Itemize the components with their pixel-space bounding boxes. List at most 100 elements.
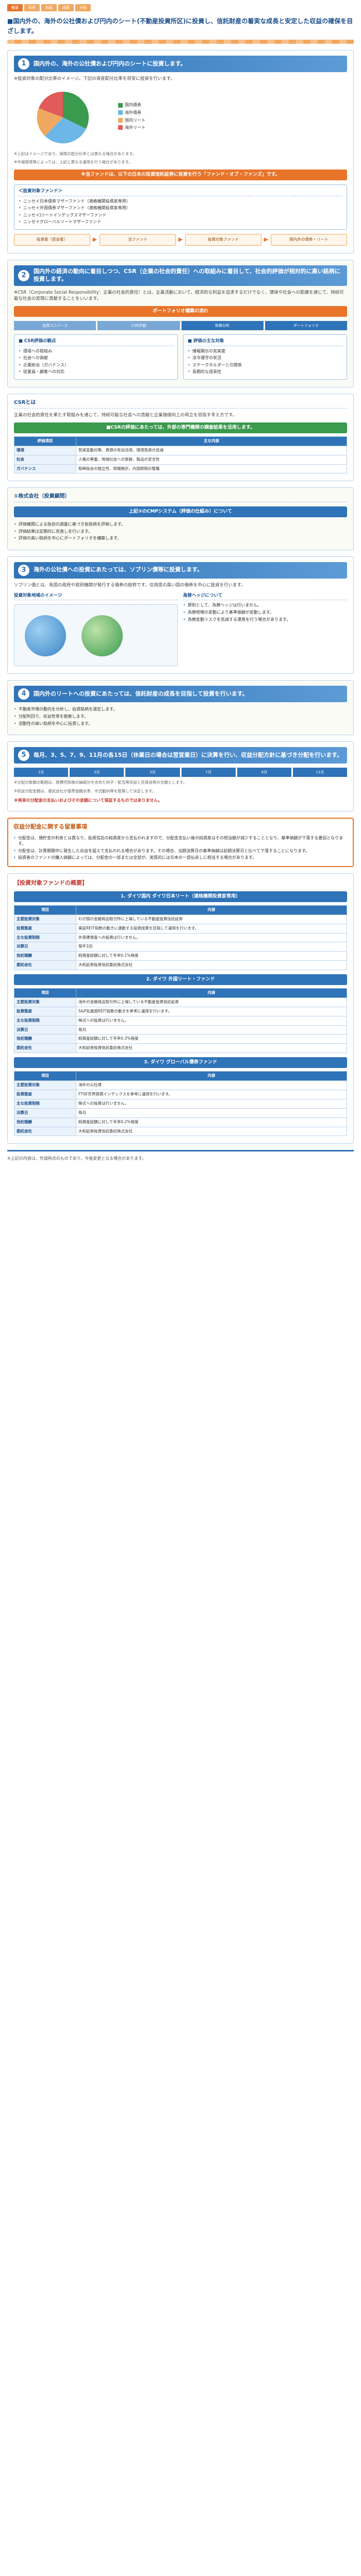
section-5-note: ※収益分配金額は、委託会社が基準価額水準、市況動向等を勘案して決定します。: [14, 789, 156, 794]
funds-box: ＜投資対象ファンド＞ ニッセイ日本債券マザーファンド（適格機関投資家専用） ニッ…: [14, 184, 347, 230]
arrow-right-icon: ▶: [264, 236, 269, 243]
table-cell: 投資態度: [14, 1090, 76, 1099]
section-3-header: 3 海外の公社債への投資にあたっては、ソブリン債等に投資します。: [14, 562, 347, 579]
pie-slice-3: [37, 108, 63, 136]
table-cell: 投資態度: [14, 1006, 76, 1016]
fund-item: ニッセイ日本債券マザーファンド（適格機関投資家専用）: [19, 198, 342, 205]
legend-swatch: [118, 125, 123, 130]
list-item: 不動産市場の動向を分析し、投資銘柄を選定します。: [14, 706, 347, 713]
legend-item: 国内リート: [118, 117, 145, 124]
csr-target-list: 情報開示の充実度 法令遵守の状況 ステークホルダーとの関係 長期的な成長性: [188, 348, 342, 375]
tab-4[interactable]: 今後: [75, 4, 91, 11]
list-item: 投資者のファンドの購入価額によっては、分配金の一部または全部が、実質的には元本の…: [13, 855, 348, 861]
legend-label: 海外債券: [125, 110, 141, 115]
table-cell: 大和証券投資信託委託株式会社: [76, 1126, 347, 1137]
fund-item: ニッセイ外国債券マザーファンド（適格機関投資家専用）: [19, 205, 342, 211]
list-item: 社会への貢献: [19, 355, 173, 361]
list-item: 企業統治（ガバナンス）: [19, 362, 173, 368]
pie-slice-2: [45, 117, 86, 143]
table-row: 環境 気候変動対策、資源の有効活用、環境負荷の低減: [14, 445, 347, 455]
portfolio-step: 投資ユニバース: [14, 321, 96, 331]
section-5-title: 毎月、3、5、7、9、11月の各15日（休業日の場合は翌営業日）に決算を行い、収…: [34, 751, 343, 758]
table-row: 委託会社大和証券投資信託委託株式会社: [14, 1126, 347, 1137]
section-3-figures: 投資対象地域のイメージ 為替ヘッジについて 原則として、為替ヘッジは行いません。…: [14, 592, 347, 667]
table-cell: 環境: [14, 445, 76, 455]
section-csr: CSRとは 企業の社会的責任を果たす取組みを通じて、持続可能な社会への貢献と企業…: [7, 394, 354, 482]
csr-title: CSRとは: [14, 399, 347, 409]
globe-icon: [81, 615, 123, 657]
table-row: 主要投資対象わが国の金融商品取引所に上場している不動産投資信託証券: [14, 914, 347, 924]
table-row: 決算日毎年1回: [14, 942, 347, 952]
list-item: 評価機関による独自の調査に基づき各銘柄を評価します。: [14, 521, 347, 528]
month-cell: 1月: [14, 768, 69, 777]
fund-a-name: 1. ダイワ国内 ダイワ日本リート（適格機関投資家専用）: [14, 891, 347, 902]
tab-0[interactable]: 概要: [7, 4, 23, 11]
table-header: 項目: [14, 905, 76, 915]
section-1-note-2: ※市場環境等によっては、上記と異なる運用を行う場合があります。: [14, 160, 133, 165]
tab-2[interactable]: 取組: [41, 4, 57, 11]
legend-swatch: [118, 103, 123, 108]
section-3-title: 海外の公社債への投資にあたっては、ソブリン債等に投資します。: [34, 566, 203, 573]
pie-slice-1: [63, 91, 89, 129]
month-cell: 5月: [125, 768, 180, 777]
section-2-chart-title: ポートフォリオ構築の流れ: [14, 306, 347, 317]
csr-viewpoint-title: ■ CSR評価の観点: [19, 338, 173, 346]
tab-1[interactable]: 背景: [24, 4, 40, 11]
legend-swatch: [118, 117, 123, 123]
table-cell: 信託報酬: [14, 951, 76, 961]
table-cell: 決算日: [14, 942, 76, 952]
flow-step: 投資者（受益者）: [14, 233, 90, 246]
flow-step: 国内外の債券・リート: [271, 233, 347, 246]
table-cell: 主な投資制限: [14, 1098, 76, 1109]
section-advisor: ①株式会社（投資顧問） 上記③のCMPシステム（評価の仕組み）について 評価機関…: [7, 487, 354, 550]
list-item: 従業員・顧客への対応: [19, 369, 173, 375]
table-cell: 海外の金融商品取引所に上場している不動産投資信託証券: [76, 997, 347, 1007]
table-header: 項目: [14, 1071, 76, 1081]
section-4-header: 4 国内外のリートへの投資にあたっては、信託財産の成長を目指して投資を行います。: [14, 686, 347, 703]
fund-b-table: 項目内容 主要投資対象海外の金融商品取引所に上場している不動産投資信託証券 投資…: [14, 988, 347, 1054]
section-2-boxes: ■ CSR評価の観点 環境への取組み 社会への貢献 企業統治（ガバナンス） 従業…: [14, 334, 347, 380]
table-cell: 毎月: [76, 1108, 347, 1118]
portfolio-steps: 投資ユニバース CSR評価 財務分析 ポートフォリオ: [14, 321, 347, 331]
funds-box-title: ＜投資対象ファンド＞: [19, 188, 342, 196]
table-cell: 社会: [14, 454, 76, 465]
list-item: 分配金は、預貯金の利息とは異なり、投資信託の純資産から支払われますので、分配金支…: [13, 835, 348, 847]
section-1-number: 1: [18, 58, 29, 70]
section-1-title: 国内外の、海外の公社債および円内のシートに投資します。: [34, 60, 186, 67]
legend-item: 海外リート: [118, 125, 145, 131]
csr-target-title: ■ 評価の主な対象: [188, 338, 342, 346]
section-5-note: ※分配対象額の範囲は、経費控除後の繰越分を含めた利子・配当等収益と売買益等の全額…: [14, 780, 187, 785]
csr-viewpoint-box: ■ CSR評価の観点 環境への取組み 社会への貢献 企業統治（ガバナンス） 従業…: [14, 334, 178, 380]
advisor-banner: 上記③のCMPシステム（評価の仕組み）について: [14, 506, 347, 517]
section-3-para: ソブリン債とは、各国の政府や政府機関が発行する債券の総称です。信用度の高い国の債…: [14, 582, 245, 588]
table-row: 信託報酬純資産総額に対して年率0.2%程度: [14, 1117, 347, 1127]
table-row: 主な投資制限株式への投資は行いません。: [14, 1015, 347, 1026]
table-cell: 委託会社: [14, 960, 76, 971]
table-header-row: 項目内容: [14, 1071, 347, 1081]
csr-table: 評価項目 主な内容 環境 気候変動対策、資源の有効活用、環境負荷の低減 社会 人…: [14, 436, 347, 474]
table-header: 項目: [14, 988, 76, 998]
table-header-row: 項目内容: [14, 905, 347, 915]
hedge-figure-title: 為替ヘッジについて: [183, 592, 347, 601]
tab-3[interactable]: 成果: [58, 4, 74, 11]
section-4: 4 国内外のリートへの投資にあたっては、信託財産の成長を目指して投資を行います。…: [7, 680, 354, 736]
legend-label: 国内債券: [125, 103, 141, 108]
table-cell: 人権の尊重、地域社会への貢献、製品の安全性: [76, 454, 347, 465]
top-strip: 概要 背景 取組 成果 今後: [0, 0, 361, 11]
section-1-banner: ※当ファンドは、以下の日本の投資信託証券に投資を行う「ファンド・オブ・ファンズ」…: [14, 170, 347, 181]
section-2: 2 国内外の経済の動向に着目しつつ、CSR（企業の社会的責任）への取組みに着目し…: [7, 259, 354, 388]
month-cell: 11月: [292, 768, 348, 777]
list-item: 為替変動リスクを低減する運用を行う場合があります。: [183, 617, 347, 623]
table-cell: 委託会社: [14, 1043, 76, 1054]
section-1-funds-row: ＜投資対象ファンド＞ ニッセイ日本債券マザーファンド（適格機関投資家専用） ニッ…: [14, 184, 347, 230]
table-cell: 委託会社: [14, 1126, 76, 1137]
advisor-list: 評価機関による独自の調査に基づき各銘柄を評価します。 評価結果は定期的に見直しを…: [14, 521, 347, 541]
table-cell: FTSE世界国債インデックスを参考に運用を行います。: [76, 1090, 347, 1099]
section-1-note-1: ※上記はイメージであり、実際の配分比率とは異なる場合があります。: [14, 151, 137, 156]
section-4-list: 不動産市場の動向を分析し、投資銘柄を選定します。 分配利回り、収益性等を勘案しま…: [14, 706, 347, 726]
table-row: 主要投資対象海外の金融商品取引所に上場している不動産投資信託証券: [14, 997, 347, 1007]
list-item: 評価結果は定期的に見直しを行います。: [14, 529, 347, 535]
legend-label: 海外リート: [125, 125, 145, 130]
list-item: 流動性の高い銘柄を中心に投資します。: [14, 721, 347, 727]
